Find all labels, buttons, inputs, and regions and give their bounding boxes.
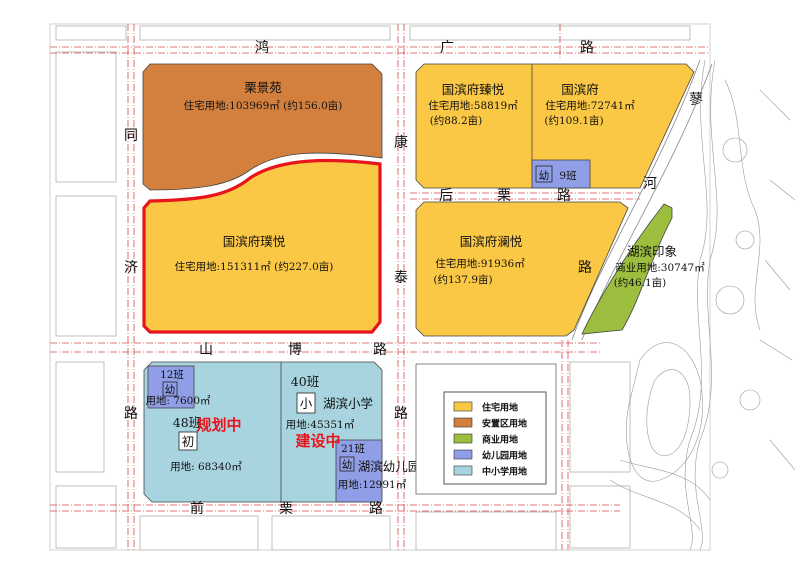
road-diag-1: 蓼 [689, 92, 703, 108]
parcel-lanyue[interactable] [415, 201, 629, 337]
middle-school-count: 48班 [173, 415, 201, 430]
middle-school-icon-text: 初 [182, 434, 195, 449]
road-top-2: 广 [440, 40, 454, 56]
legend-label: 幼儿园用地 [482, 450, 527, 462]
primary-school-icon [296, 392, 316, 414]
kg12-area: 用地: 7600㎡ [145, 394, 211, 407]
kindergarten-icon [339, 456, 355, 472]
legend-label: 住宅用地 [482, 402, 518, 414]
kg12-icon-text: 幼 [165, 383, 176, 396]
parcel-lanyue-mu: (约137.9亩) [433, 273, 492, 286]
legend-swatch [453, 401, 473, 412]
parcel-yinxiang[interactable] [581, 203, 673, 335]
parcel-zhenyue-area: 住宅用地:58819㎡ [428, 99, 518, 112]
road-left-3: 路 [124, 406, 138, 422]
road-top-1: 鸿 [255, 39, 269, 56]
kindergarten-9-label: 9班 [559, 170, 577, 182]
road-diag-3: 路 [578, 260, 592, 276]
parcel-zhenyue-name: 国滨府臻悦 [442, 82, 505, 97]
parcel-puyue-name: 国滨府璞悦 [223, 234, 286, 249]
legend-swatch [453, 417, 473, 428]
road-labels: 鸿 广 路 同 济 路 康 泰 路 山 博 路 后 栗 路 前 栗 路 蓼 河 … [124, 39, 703, 517]
neighbour-blocks [55, 25, 691, 551]
road-left-2: 济 [124, 260, 138, 276]
road-centerlines [50, 24, 710, 550]
parcel-yinxiang-name: 湖滨印象 [627, 244, 677, 259]
riverside-park [609, 59, 796, 551]
status-building: 建设中 [295, 432, 340, 450]
road-top-3: 路 [580, 40, 594, 56]
middle-school-area: 用地: 68340㎡ [170, 460, 242, 473]
legend-swatch [453, 449, 473, 460]
road-left-1: 同 [124, 128, 138, 144]
road-middle-1: 山 [199, 342, 213, 358]
status-planning: 规划中 [196, 416, 241, 434]
road-bottom-2: 栗 [279, 501, 293, 517]
parcel-puyue[interactable] [142, 158, 382, 334]
parcel-yinxiang-mu: (约46.1亩) [614, 276, 667, 289]
parcel-lanyue-name: 国滨府澜悦 [460, 234, 523, 249]
road-bottom-1: 前 [190, 500, 204, 517]
primary-school-area: 用地:45351㎡ [286, 418, 355, 431]
parcel-lijingyuan-area: 住宅用地:103969㎡ (约156.0亩) [184, 99, 343, 112]
road-houli-1: 后 [439, 188, 453, 204]
legend-label: 中小学用地 [482, 466, 527, 478]
parcel-lanyue-area: 住宅用地:91936㎡ [435, 257, 525, 270]
legend-label: 商业用地 [482, 434, 518, 446]
parcel-guobinfu-mu: (约109.1亩) [544, 114, 603, 127]
legend-swatch [453, 465, 473, 476]
road-center-3: 路 [394, 406, 408, 422]
road-houli-3: 路 [557, 188, 571, 204]
parcel-lijingyuan-name: 栗景苑 [244, 80, 282, 95]
parcel-puyue-area: 住宅用地:151311㎡ (约227.0亩) [175, 260, 334, 273]
parcel-guobinfu-name: 国滨府 [561, 82, 599, 97]
road-center-2: 泰 [394, 270, 408, 286]
primary-school-count: 40班 [291, 374, 319, 389]
parcel-yinxiang-area: 商业用地:30747㎡ [615, 261, 705, 274]
kg21-count: 21班 [341, 443, 365, 455]
primary-school-icon-text: 小 [300, 396, 313, 411]
parcel-lijingyuan[interactable] [142, 63, 383, 191]
road-bottom-3: 路 [369, 501, 383, 517]
parcel-guobinfu-area: 住宅用地:72741㎡ [545, 99, 635, 112]
kindergarten-icon [535, 165, 553, 183]
kg21-icon-text: 幼 [342, 458, 353, 471]
road-middle-2: 博 [288, 341, 302, 358]
kg21-name: 湖滨幼儿园 [358, 459, 421, 474]
kindergarten-9-icon-text: 幼 [539, 169, 550, 182]
road-houli-2: 栗 [497, 188, 511, 204]
legend-swatch [453, 433, 473, 444]
road-center-1: 康 [394, 134, 408, 151]
road-middle-3: 路 [373, 342, 387, 358]
kindergarten-icon [162, 381, 178, 397]
kg21-area: 用地:12991㎡ [338, 478, 407, 491]
legend-label: 安置区用地 [482, 418, 527, 430]
middle-school-icon [178, 431, 198, 451]
kg12-count: 12班 [160, 369, 184, 381]
parcel-zhenyue-mu: (约88.2亩) [430, 114, 483, 127]
primary-school-name: 湖滨小学 [323, 396, 373, 411]
road-diag-2: 河 [643, 176, 657, 192]
